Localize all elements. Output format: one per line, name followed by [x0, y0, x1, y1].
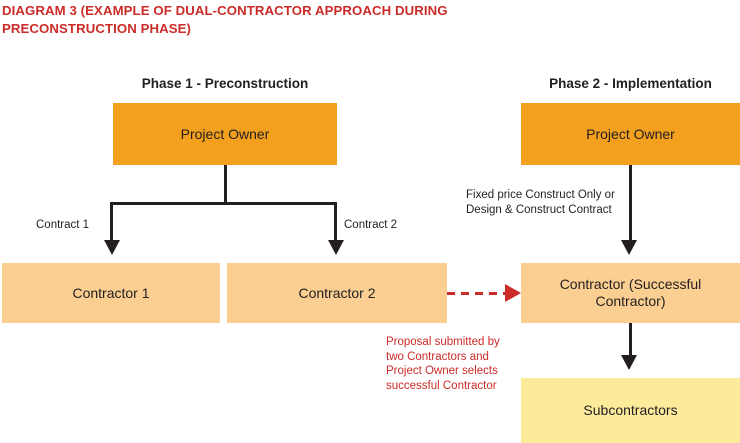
edge-label-contract-1: Contract 1 [36, 219, 90, 231]
connector-branch-right [334, 202, 337, 241]
node-label-line-1: Contractor (Successful [559, 276, 702, 292]
node-label: Contractor 2 [298, 284, 376, 301]
node-project-owner-phase-1: Project Owner [113, 103, 337, 165]
edge-label-fixed-price-line-2: Design & Construct Contract [466, 203, 612, 216]
connector-owner-right-stem [629, 165, 632, 241]
connector-split-bar [110, 202, 337, 205]
annotation-proposal-note: Proposal submitted by two Contractors an… [386, 335, 514, 393]
node-project-owner-phase-2: Project Owner [521, 103, 740, 165]
connector-branch-left [110, 202, 113, 241]
node-successful-contractor: Contractor (Successful Contractor) [521, 263, 740, 323]
page-title: DIAGRAM 3 (EXAMPLE OF DUAL-CONTRACTOR AP… [2, 2, 562, 37]
edge-label-contract-2: Contract 2 [344, 219, 398, 231]
annotation-proposal-line-1: Proposal submitted by [386, 336, 500, 348]
arrowhead-to-successful-contractor [621, 240, 637, 255]
page-title-line-2: PRECONSTRUCTION PHASE) [2, 20, 192, 36]
node-subcontractors: Subcontractors [521, 378, 740, 443]
connector-subcontractors-stem [629, 323, 632, 356]
dashed-transition-line [447, 291, 507, 295]
arrowhead-to-subcontractors [621, 355, 637, 370]
node-label: Contractor 1 [72, 284, 150, 301]
node-label-line-2: Contractor) [595, 293, 666, 309]
page-title-line-1: DIAGRAM 3 (EXAMPLE OF DUAL-CONTRACTOR AP… [2, 3, 448, 18]
node-label: Subcontractors [583, 402, 678, 418]
edge-label-fixed-price-line-1: Fixed price Construct Only or [466, 189, 615, 201]
node-label: Contractor (Successful Contractor) [560, 276, 702, 310]
annotation-proposal-line-3: Project Owner selects [386, 365, 498, 377]
annotation-proposal-line-2: two Contractors and [386, 350, 489, 363]
node-label: Project Owner [180, 125, 270, 142]
edge-label-fixed-price: Fixed price Construct Only or Design & C… [466, 188, 626, 217]
node-contractor-2: Contractor 2 [227, 263, 447, 323]
node-contractor-1: Contractor 1 [2, 263, 220, 323]
arrowhead-to-contractor-1 [103, 240, 120, 255]
node-label: Project Owner [586, 125, 675, 142]
arrowhead-to-contractor-2 [327, 240, 344, 255]
annotation-proposal-line-4: successful Contractor [386, 379, 497, 392]
connector-owner-left-stem [223, 165, 227, 205]
dashed-transition-arrowhead [505, 284, 521, 302]
phase-2-heading: Phase 2 - Implementation [549, 76, 712, 91]
phase-1-heading: Phase 1 - Preconstruction [141, 76, 309, 91]
